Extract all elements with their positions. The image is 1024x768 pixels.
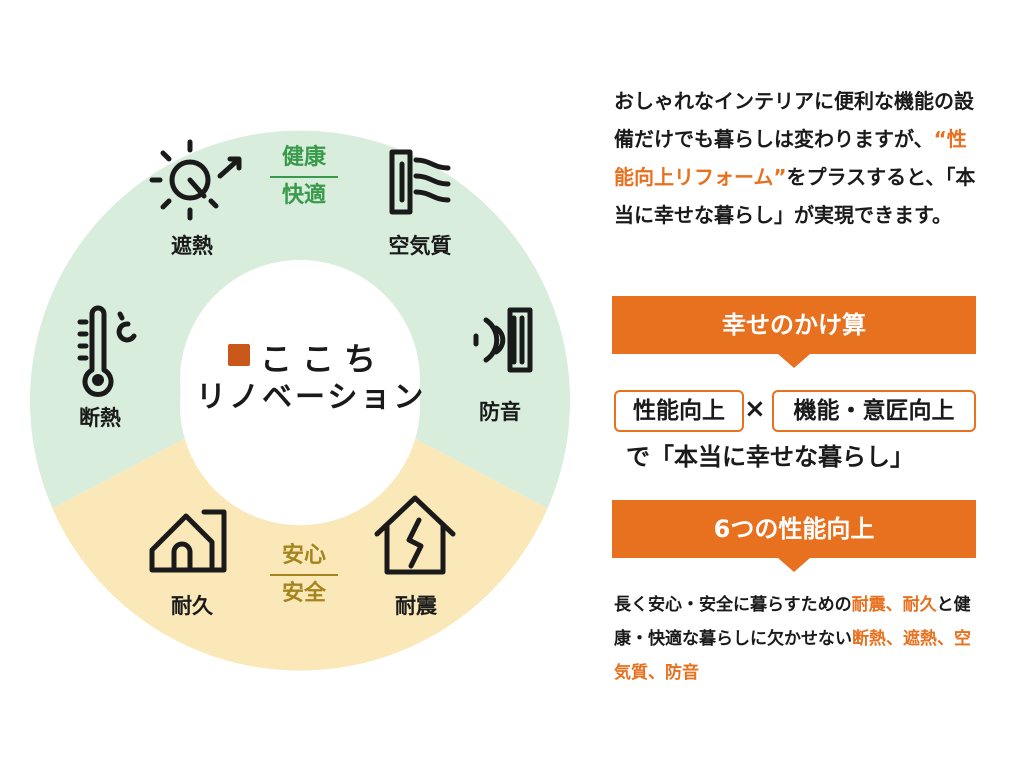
label-durability: 耐久 — [171, 594, 213, 618]
box-performance: 性能向上 — [614, 390, 744, 432]
intro-text-1: おしゃれなインテリアに便利な機能の設備だけでも暮らしは変わりますが、 — [614, 89, 974, 151]
summary-highlight-2: 断熱、遮熱、空気質、防音 — [614, 629, 971, 683]
thermometer-icon — [77, 305, 137, 398]
logo-line1: ここち — [260, 340, 387, 378]
intro-paragraph: おしゃれなインテリアに便利な機能の設備だけでも暮らしは変わりますが、“性能向上リ… — [614, 82, 984, 234]
category-safety-line1: 安心 — [281, 543, 326, 568]
house-repair-icon — [149, 509, 227, 573]
wheel-center — [180, 260, 420, 500]
banner-six-performance: 6つの性能向上 — [612, 500, 976, 572]
logo-mark-icon — [228, 344, 250, 366]
category-health-comfort: 健康 快適 — [264, 140, 344, 214]
wheel-lower-segment — [52, 438, 548, 671]
label-quake: 耐震 — [395, 594, 437, 618]
category-health-line2: 快適 — [281, 183, 326, 208]
category-divider — [270, 574, 338, 576]
intro-highlight: “性能向上リフォーム” — [614, 127, 967, 189]
logo-line2: リノベーション — [196, 380, 427, 415]
category-health-line1: 健康 — [281, 145, 326, 170]
house-earthquake-icon — [374, 495, 456, 575]
times-symbol: × — [744, 394, 766, 424]
summary-text-2: と健康・快適な暮らしに欠かせない — [614, 595, 971, 649]
wheel-upper-segment — [29, 130, 570, 509]
sun-shade-icon — [149, 139, 242, 221]
label-soundproof: 防音 — [479, 400, 521, 424]
air-purifier-icon — [389, 149, 451, 215]
category-safety-line2: 安全 — [281, 581, 326, 606]
performance-wheel — [29, 130, 570, 671]
label-shading: 遮熱 — [171, 234, 213, 258]
label-insulation: 断熱 — [79, 406, 121, 430]
banner-happiness-multiply: 幸せのかけ算 — [612, 296, 976, 368]
sound-wall-icon — [473, 307, 533, 373]
box-function-design: 機能・意匠向上 — [772, 390, 976, 432]
label-air: 空気質 — [388, 234, 452, 258]
category-divider — [270, 176, 338, 178]
category-safety: 安心 安全 — [264, 538, 344, 612]
summary-text-1: 長く安心・安全に暮らすための — [614, 595, 852, 615]
result-text: で「本当に幸せな暮らし」 — [626, 443, 914, 471]
summary-paragraph: 長く安心・安全に暮らすための耐震、耐久と健康・快適な暮らしに欠かせない断熱、遮熱… — [614, 588, 986, 690]
summary-highlight-1: 耐震、耐久 — [851, 595, 937, 615]
intro-text-2: をプラスすると、「本当に幸せな暮らし」が実現できます。 — [614, 165, 976, 227]
